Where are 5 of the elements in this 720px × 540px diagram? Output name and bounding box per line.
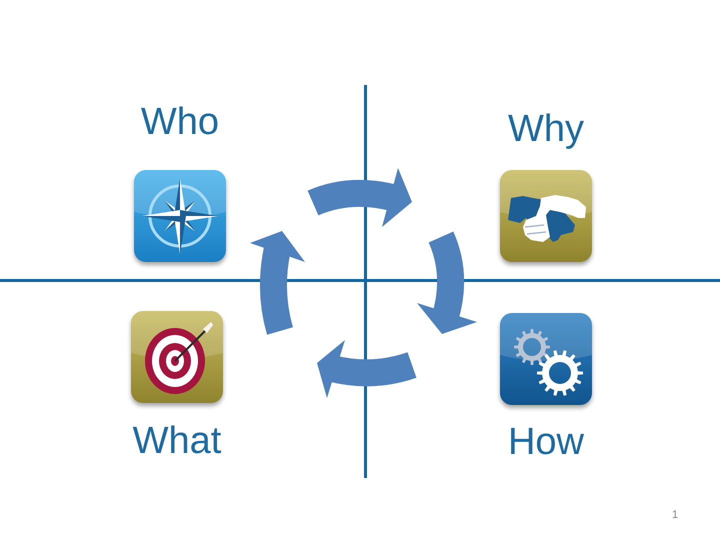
quadrant-heading: Why: [508, 107, 584, 151]
quadrant-heading: What: [132, 419, 222, 463]
page-number: 1: [672, 508, 678, 522]
quadrant-heading: How: [508, 420, 584, 464]
quadrant-heading: Who: [140, 100, 220, 144]
